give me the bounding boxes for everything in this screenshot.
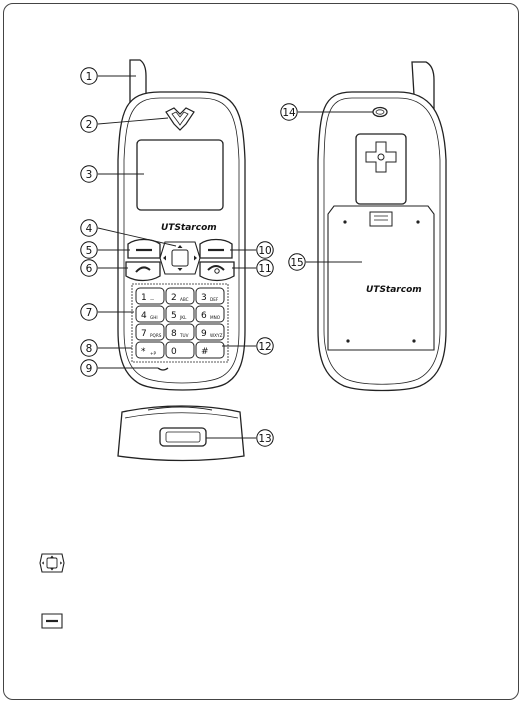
svg-text:15: 15 [290, 257, 303, 269]
callout-14: 14 [281, 104, 297, 120]
callout-6: 6 [81, 260, 97, 276]
svg-text:3: 3 [86, 169, 93, 181]
keypad-key-label: 1 [141, 293, 147, 303]
keypad-key-label: * [141, 347, 146, 357]
keypad-key-label: 3 [201, 293, 207, 303]
keypad-key-letters: PQRS [150, 333, 162, 338]
callout-15: 15 [289, 254, 305, 270]
keypad-key-label: 9 [201, 329, 207, 339]
callout-4: 4 [81, 220, 97, 236]
display-screen [137, 140, 223, 210]
keypad-key-label: 0 [171, 347, 177, 357]
svg-text:7: 7 [86, 307, 93, 319]
callout-2: 2 [81, 116, 97, 132]
keypad-key-letters: ABC [180, 297, 189, 302]
front-navigation-key[interactable] [160, 242, 200, 274]
keypad-key-letters: MNO [210, 315, 221, 320]
callout-12: 12 [257, 338, 273, 354]
front-logo: UTStarcom [161, 223, 217, 233]
svg-text:11: 11 [258, 263, 271, 275]
callout-5: 5 [81, 242, 97, 258]
keypad-key-letters: DEF [210, 297, 219, 302]
keypad-key-label: 6 [201, 311, 207, 321]
phone-bottom-view [118, 406, 244, 461]
charging-connector [160, 428, 206, 446]
callout-13: 13 [257, 430, 273, 446]
callout-3: 3 [81, 166, 97, 182]
keypad-key-label: 2 [171, 293, 177, 303]
svg-text:10: 10 [258, 245, 271, 257]
keypad-key-label: # [201, 347, 209, 357]
soft-key-icon [42, 614, 62, 628]
callout-9: 9 [81, 360, 97, 376]
send-key[interactable] [126, 262, 160, 281]
callout-1: 1 [81, 68, 97, 84]
keypad-key-label: 8 [171, 329, 177, 339]
keypad-key[interactable]: * +P [136, 342, 164, 358]
svg-text:4: 4 [86, 223, 93, 235]
svg-text:1: 1 [86, 71, 93, 83]
keypad-key[interactable]: 0 [166, 342, 194, 358]
right-soft-key[interactable] [200, 240, 232, 259]
battery-cover [328, 206, 434, 350]
keypad-key[interactable]: 1— [136, 288, 164, 304]
callout-10: 10 [257, 242, 273, 258]
keypad-key-letters: GHI [150, 315, 158, 320]
back-logo: UTStarcom [366, 285, 422, 295]
strap-hole [373, 108, 387, 117]
phone-back-view: UTStarcom [318, 62, 446, 391]
keypad-key-label: 5 [171, 311, 177, 321]
svg-text:12: 12 [258, 341, 271, 353]
keypad-key-letters: +P [150, 351, 157, 356]
svg-text:9: 9 [86, 363, 93, 375]
navigation-key-icon [40, 554, 64, 572]
keypad-key-label: 4 [141, 311, 147, 321]
callout-8: 8 [81, 340, 97, 356]
svg-text:6: 6 [86, 263, 93, 275]
keypad-key-letters: WXYZ [210, 333, 223, 338]
callout-7: 7 [81, 304, 97, 320]
callout-11: 11 [257, 260, 273, 276]
keypad-key-letters: — [150, 297, 154, 302]
left-soft-key[interactable] [128, 240, 160, 259]
keypad-key[interactable]: # [196, 342, 224, 358]
keypad-key-letters: JKL [179, 315, 187, 320]
svg-text:5: 5 [86, 245, 93, 257]
keypad-key-letters: TUV [179, 333, 189, 338]
svg-text:13: 13 [258, 433, 271, 445]
keypad-key-label: 7 [141, 329, 147, 339]
svg-text:14: 14 [282, 107, 296, 119]
svg-text:2: 2 [86, 119, 93, 131]
svg-text:8: 8 [86, 343, 93, 355]
